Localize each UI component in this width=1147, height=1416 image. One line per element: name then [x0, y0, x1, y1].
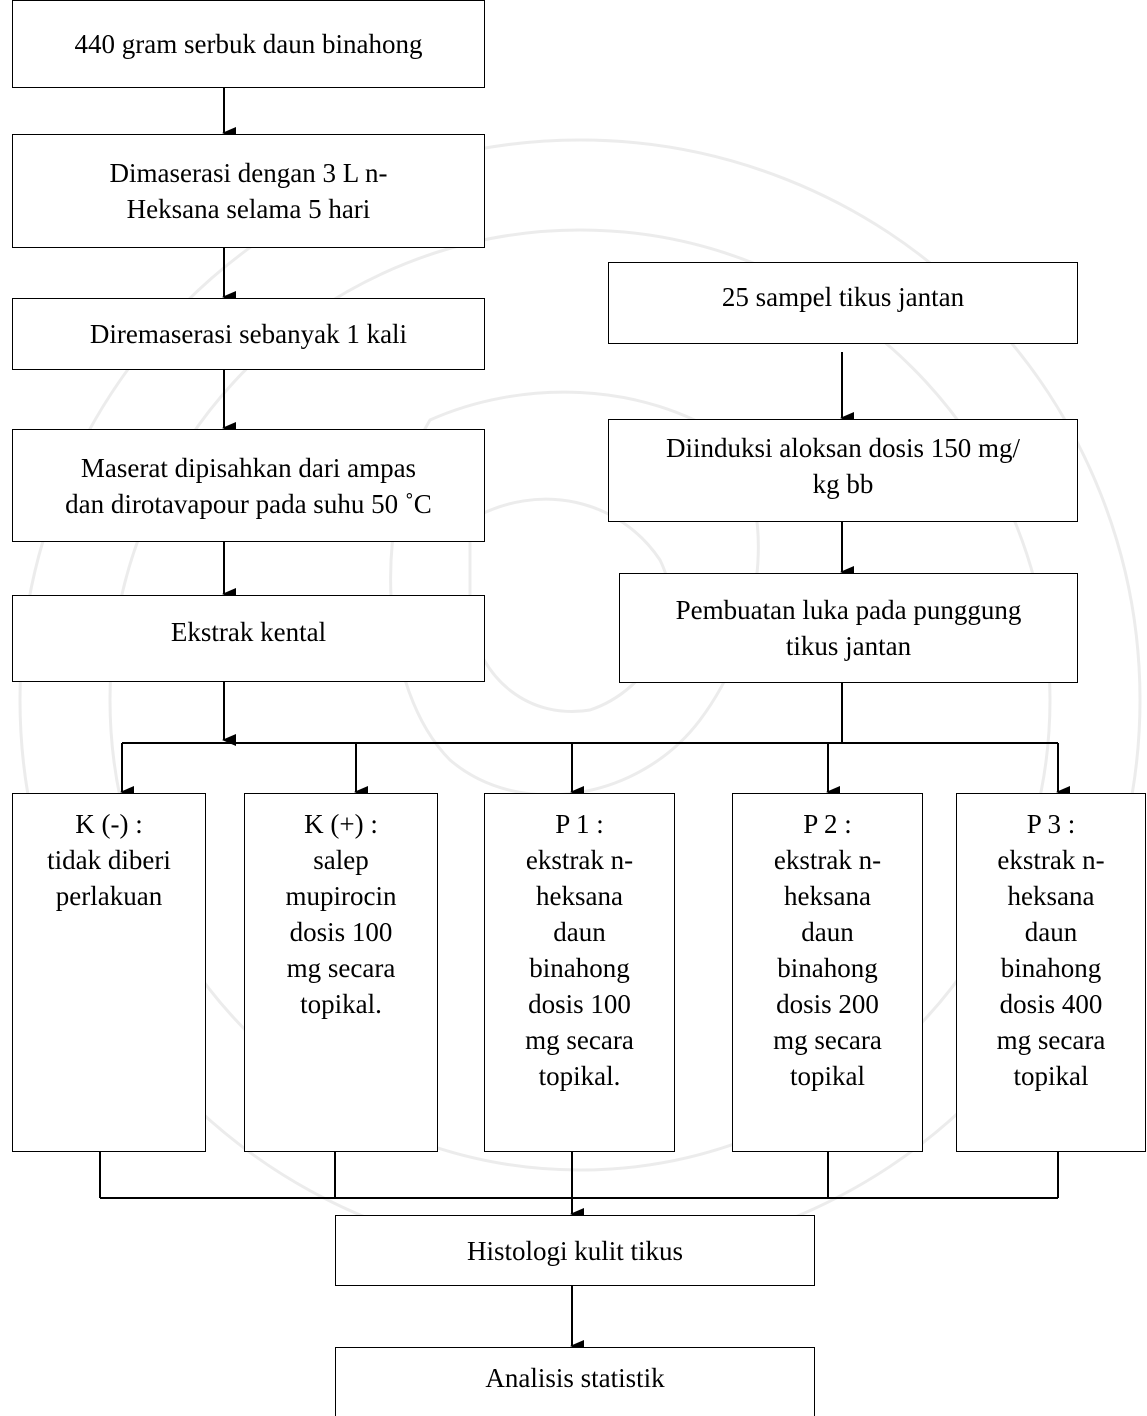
group-box-k-plus: K (+) : salep mupirocin dosis 100 mg sec… [244, 793, 438, 1152]
group-label: P 1 : ekstrak n- heksana daun binahong d… [525, 809, 634, 1091]
maserat-box: Maserat dipisahkan dari ampas dan dirota… [12, 429, 485, 542]
sampel-box: 25 sampel tikus jantan [608, 262, 1078, 344]
group-label: K (-) : tidak diberi perlakuan [47, 809, 171, 911]
maserasi-label: Dimaserasi dengan 3 L n- Heksana selama … [109, 158, 388, 224]
serbuk-label: 440 gram serbuk daun binahong [74, 29, 423, 59]
luka-label: Pembuatan luka pada punggung tikus janta… [675, 595, 1022, 661]
group-box-p3: P 3 : ekstrak n- heksana daun binahong d… [956, 793, 1146, 1152]
serbuk-box: 440 gram serbuk daun binahong [12, 0, 485, 88]
induksi-label: Diinduksi aloksan dosis 150 mg/ kg bb [665, 433, 1020, 499]
luka-box: Pembuatan luka pada punggung tikus janta… [619, 573, 1078, 683]
remaserasi-box: Diremaserasi sebanyak 1 kali [12, 298, 485, 370]
group-label: P 2 : ekstrak n- heksana daun binahong d… [773, 809, 882, 1091]
analisis-box: Analisis statistik [335, 1347, 815, 1416]
histologi-box: Histologi kulit tikus [335, 1215, 815, 1286]
maserasi-box: Dimaserasi dengan 3 L n- Heksana selama … [12, 134, 485, 248]
group-label: K (+) : salep mupirocin dosis 100 mg sec… [285, 809, 397, 1019]
induksi-box: Diinduksi aloksan dosis 150 mg/ kg bb [608, 419, 1078, 522]
remaserasi-label: Diremaserasi sebanyak 1 kali [89, 319, 408, 349]
group-box-p2: P 2 : ekstrak n- heksana daun binahong d… [732, 793, 923, 1152]
group-box-p1: P 1 : ekstrak n- heksana daun binahong d… [484, 793, 675, 1152]
sampel-label: 25 sampel tikus jantan [721, 282, 965, 312]
histologi-label: Histologi kulit tikus [466, 1235, 684, 1266]
ekstrak-kental-label: Ekstrak kental [170, 617, 327, 647]
maserat-label: Maserat dipisahkan dari ampas dan dirota… [65, 452, 432, 519]
ekstrak-kental-box: Ekstrak kental [12, 595, 485, 682]
analisis-label: Analisis statistik [485, 1363, 665, 1393]
group-box-k-minus: K (-) : tidak diberi perlakuan [12, 793, 206, 1152]
group-label: P 3 : ekstrak n- heksana daun binahong d… [996, 809, 1106, 1091]
